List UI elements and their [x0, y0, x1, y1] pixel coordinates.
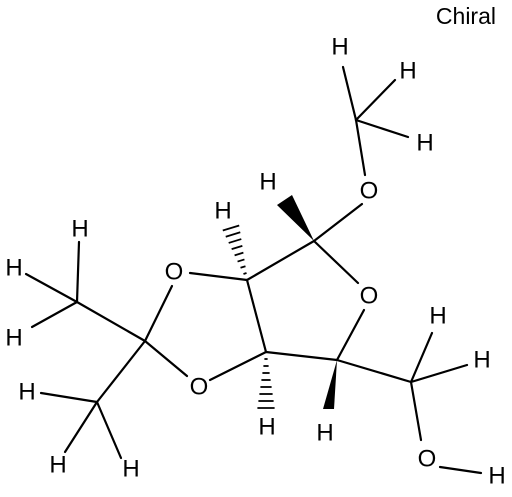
atom-o: O	[360, 283, 379, 310]
bond-c1-c2	[245, 239, 316, 282]
bond-me1-ha	[75, 240, 81, 304]
hash-stroke	[228, 238, 242, 244]
bond-c2-otop	[188, 271, 249, 282]
bond-c3-obot	[208, 350, 268, 382]
bond-c4-ch2	[335, 358, 413, 384]
atom-h: H	[122, 456, 139, 483]
hash-stroke	[231, 244, 243, 251]
atom-h: H	[71, 216, 88, 243]
atom-h: H	[5, 325, 22, 352]
bond-me2-hb	[63, 400, 99, 454]
bond-o-c1	[312, 202, 364, 243]
bond-oring-c4	[335, 308, 366, 362]
bond-cq-me1	[75, 300, 147, 343]
bond-c2-c3	[245, 278, 268, 354]
atom-h: H	[259, 169, 276, 196]
bond-me1-hb	[24, 272, 79, 304]
atom-h: H	[473, 347, 490, 374]
bond-ch2-hb	[409, 363, 469, 384]
atom-h: H	[416, 130, 433, 157]
bond-ch2-o	[409, 380, 423, 442]
atom-h: H	[429, 303, 446, 330]
atom-h: H	[49, 452, 66, 479]
hash-c2-h	[222, 224, 247, 275]
bond-ch2-ha	[409, 331, 434, 384]
wedge-c1-h	[277, 195, 314, 241]
bond-ch3-o	[354, 118, 367, 177]
hash-c3-h	[257, 358, 275, 409]
atom-o: O	[165, 259, 184, 286]
atom-h: H	[331, 34, 348, 61]
bond-ch3-h3	[354, 118, 410, 139]
chiral-flag: Chiral	[436, 3, 496, 29]
bond-cq-me2	[95, 339, 147, 404]
bond-c3-c4	[264, 350, 339, 362]
bond-me2-ha	[39, 391, 99, 404]
bond-ch3-h1	[341, 65, 358, 122]
bond-ch3-h2	[354, 78, 397, 122]
hash-stroke	[225, 231, 241, 238]
bond-me1-hc	[30, 300, 79, 329]
atom-h: H	[18, 379, 35, 406]
hash-stroke	[243, 272, 247, 275]
atom-o: O	[360, 178, 379, 205]
bond-c1-oring	[312, 239, 360, 285]
atom-labels: H H H O H H O O O H H H H O H H H H H H …	[5, 3, 505, 490]
atom-o: O	[418, 446, 437, 473]
bond-otop-cq	[143, 284, 174, 343]
bond-oh-h	[438, 465, 483, 475]
hash-stroke	[222, 224, 240, 232]
atom-h: H	[5, 255, 22, 282]
atom-h: H	[399, 58, 416, 85]
hash-stroke	[234, 251, 244, 257]
atom-h: H	[488, 463, 505, 490]
bonds	[24, 65, 483, 475]
atom-h: H	[316, 420, 333, 447]
wedge-c4-h	[323, 360, 337, 409]
atom-h: H	[214, 198, 231, 225]
atom-o: O	[190, 374, 209, 401]
stereo-bonds	[222, 195, 337, 409]
hash-stroke	[237, 258, 245, 263]
bond-me2-hc	[95, 400, 123, 460]
hash-stroke	[240, 265, 246, 269]
bond-obot-cq	[143, 339, 189, 378]
atom-h: H	[258, 414, 275, 441]
